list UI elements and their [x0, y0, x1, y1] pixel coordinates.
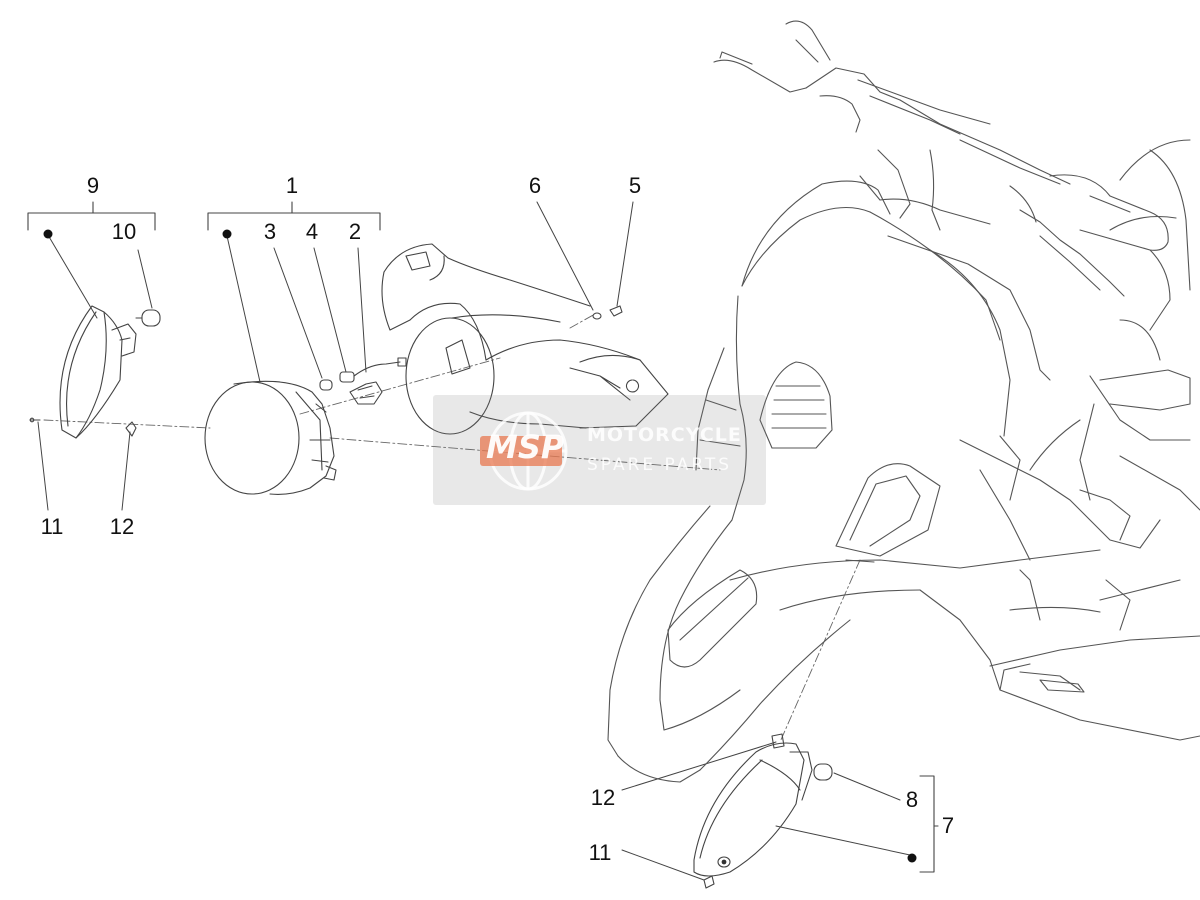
headlight-assembly	[204, 380, 337, 495]
callout-c8: 8	[905, 787, 919, 812]
callout-c11a: 11	[40, 514, 64, 539]
leader-lines	[37, 201, 911, 881]
bulb-holder-4	[339, 357, 407, 383]
screw-11-left	[29, 417, 41, 423]
bracket-group-7	[919, 775, 939, 873]
callout-c3: 3	[263, 219, 277, 244]
callout-c10: 10	[111, 219, 137, 244]
clip-12-left	[125, 421, 137, 437]
callout-c9: 9	[86, 173, 100, 198]
clip-12-right	[771, 733, 785, 749]
watermark-subtitle: SPARE PARTS	[587, 455, 733, 475]
callout-c6: 6	[528, 173, 542, 198]
callout-c7: 7	[941, 813, 955, 838]
callout-c12b: 12	[590, 785, 616, 810]
bulb-2	[349, 381, 383, 405]
watermark-title: MOTORCYCLE	[587, 424, 742, 446]
bracket-group-1	[207, 201, 381, 231]
callout-c2: 2	[348, 219, 362, 244]
screw-11-right	[703, 875, 715, 889]
callout-c5: 5	[628, 173, 642, 198]
front-turn-signal-right	[693, 742, 813, 877]
watermark-logo-text: MSP	[486, 428, 565, 466]
screw-5	[609, 305, 623, 317]
callout-c1: 1	[285, 173, 299, 198]
screw-heads	[721, 859, 727, 865]
callout-c4: 4	[305, 219, 319, 244]
washer-6	[592, 312, 602, 320]
callout-c11b: 11	[588, 840, 612, 865]
bulb-8	[813, 763, 833, 781]
scooter-body	[607, 20, 1200, 783]
callout-c12a: 12	[109, 514, 135, 539]
bulb-10	[135, 309, 161, 327]
globe-logo-icon	[480, 411, 568, 491]
front-turn-signal-left	[59, 305, 137, 439]
callout-dots	[43, 229, 917, 863]
bracket-group-9	[27, 201, 156, 231]
bulb-3	[319, 379, 333, 391]
